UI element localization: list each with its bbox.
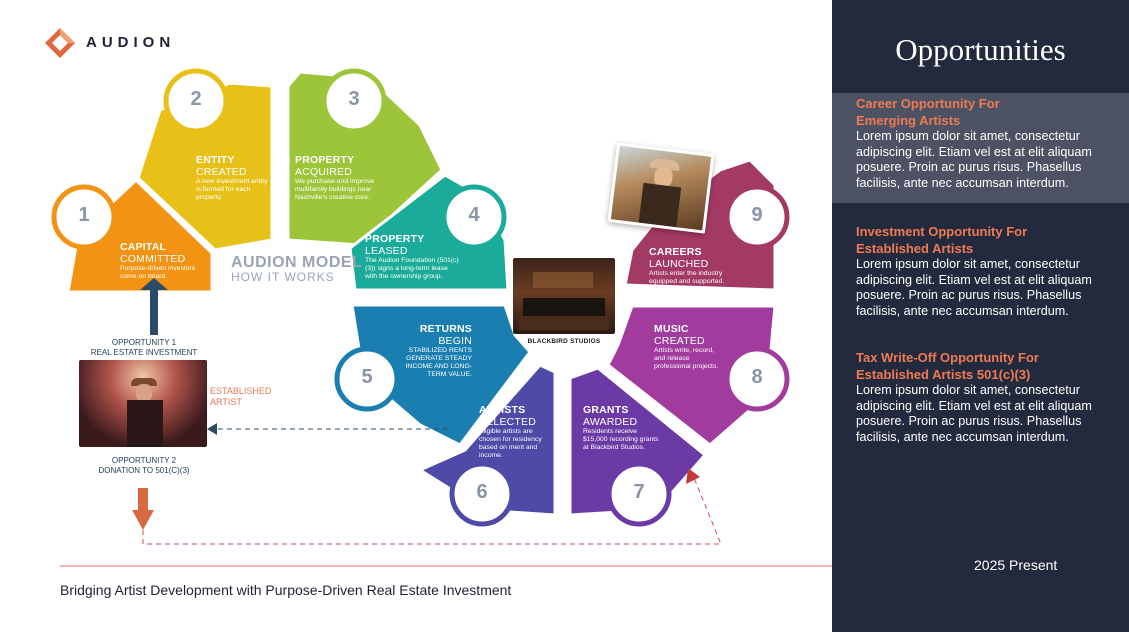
opportunity-item-2-body: Lorem ipsum dolor sit amet, consectetur …	[856, 257, 1092, 318]
studio-photo	[513, 258, 615, 334]
sidebar-title: Opportunities	[895, 32, 1066, 67]
model-subtitle: HOW IT WORKS	[231, 270, 335, 284]
opportunity-item-3-heading: Tax Write-Off Opportunity For Establishe…	[856, 350, 1039, 382]
highlighted-item-background	[832, 93, 1129, 203]
brand-name: AUDION	[86, 34, 176, 51]
step-number-4: 4	[468, 204, 480, 226]
step-number-circles	[51, 68, 790, 527]
step-8-text: MUSIC CREATED Artists write, record, and…	[654, 323, 719, 370]
step-3-text: PROPERTY ACQUIRED We purchase and improv…	[295, 154, 375, 201]
segment-6	[416, 363, 557, 517]
step-number-5: 5	[361, 366, 373, 388]
arrow-up-icon	[140, 278, 168, 335]
step-number-6: 6	[476, 481, 488, 503]
opportunity-item-1[interactable]: Career Opportunity For Emerging Artists …	[856, 95, 1121, 191]
opportunity-1-label: OPPORTUNITY 1 REAL ESTATE INVESTMENT	[90, 338, 198, 357]
dashed-flow-lines	[142, 423, 722, 545]
arrow-down-icon	[132, 488, 154, 530]
opportunity-2-label: OPPORTUNITY 2 DONATION TO 501(C)(3)	[98, 456, 190, 475]
opportunity-item-2-heading: Investment Opportunity For Established A…	[856, 224, 1028, 256]
studio-label: BLACKBIRD STUDIOS	[527, 338, 601, 345]
step-7-text: GRANTS AWARDED Residents receive $15,000…	[583, 404, 659, 451]
step-6-text: ARTISTS SELECTED Eligible artists are ch…	[479, 404, 542, 459]
step-number-2: 2	[190, 88, 202, 110]
opportunity-item-3-body: Lorem ipsum dolor sit amet, consectetur …	[856, 383, 1092, 444]
opportunity-item-1-heading: Career Opportunity For Emerging Artists	[856, 96, 1000, 128]
opportunity-item-2[interactable]: Investment Opportunity For Established A…	[856, 223, 1121, 319]
step-2-text: ENTITY CREATED A new investment entity i…	[196, 154, 268, 201]
audion-model-wheel	[51, 68, 832, 567]
step-number-8: 8	[751, 366, 763, 388]
step-1-text: CAPITAL COMMITTED Purpose-driven investo…	[120, 241, 196, 280]
step-4-text: PROPERTY LEASED The Audion Foundation (5…	[365, 233, 459, 280]
present-label: 2025 Present	[974, 557, 1058, 573]
step-number-3: 3	[348, 88, 360, 110]
established-artist-label: ESTABLISHED ARTIST	[210, 386, 272, 407]
step-number-1: 1	[78, 204, 90, 226]
opportunity-item-1-body: Lorem ipsum dolor sit amet, consectetur …	[856, 129, 1092, 190]
model-title: AUDION MODEL	[231, 254, 363, 271]
step-5-text: RETURNS BEGIN STABILIZED RENTS GENERATE …	[405, 323, 472, 378]
segment-2	[136, 81, 274, 252]
step-number-9: 9	[751, 204, 763, 226]
opportunity-item-3[interactable]: Tax Write-Off Opportunity For Establishe…	[856, 349, 1121, 445]
audion-logo-icon	[45, 28, 75, 58]
step-9-text: CAREERS LAUNCHED Artists enter the indus…	[649, 246, 725, 285]
step-number-7: 7	[633, 481, 645, 503]
footer-tagline: Bridging Artist Development with Purpose…	[60, 582, 512, 598]
career-photo	[607, 142, 715, 234]
established-artist-photo	[79, 360, 207, 447]
